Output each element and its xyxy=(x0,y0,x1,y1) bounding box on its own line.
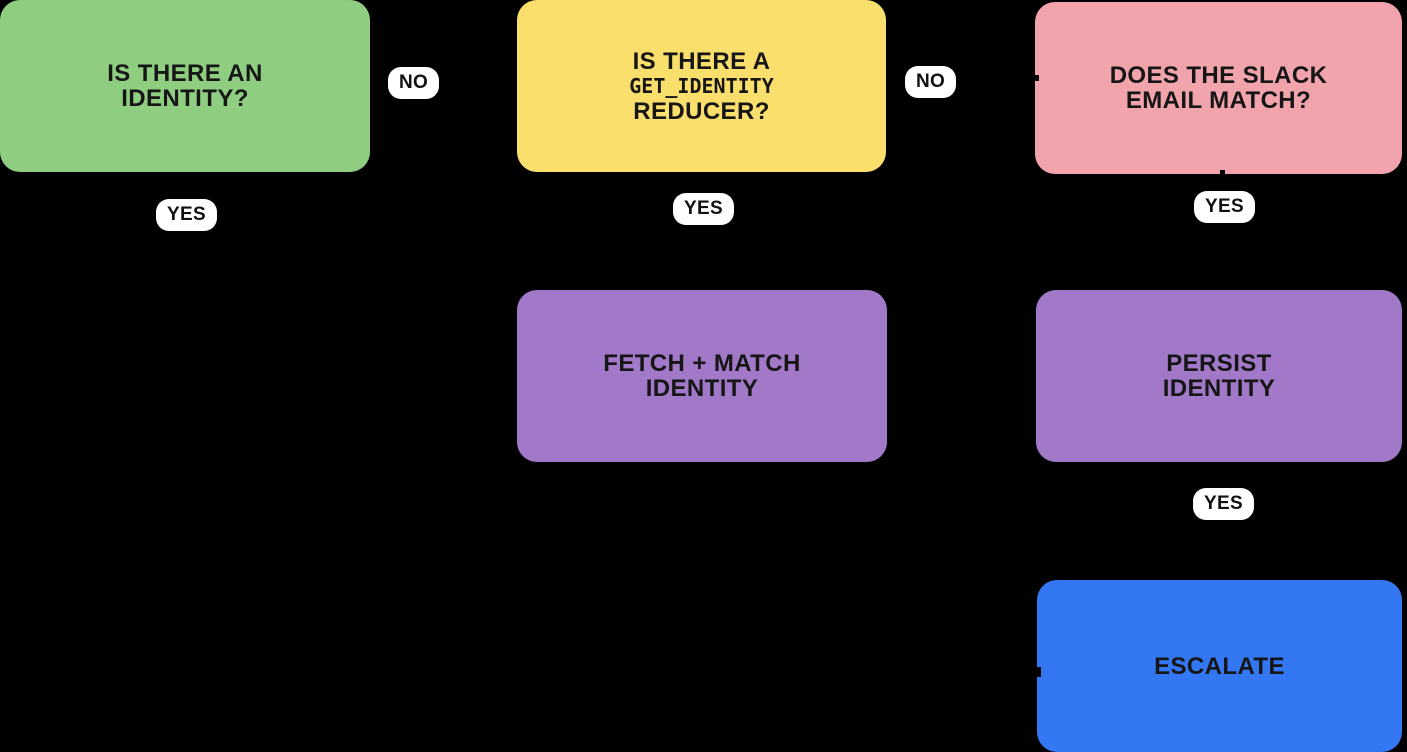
node-label-line: REDUCER? xyxy=(633,97,770,125)
edge-label-no-reducer: NO xyxy=(905,66,957,98)
node-escalate: ESCALATE xyxy=(1037,580,1402,752)
node-label-line: IDENTITY xyxy=(1162,375,1276,402)
edge-label-yes-reducer: YES xyxy=(673,193,734,225)
node-fetch-match-identity: FETCH + MATCH IDENTITY xyxy=(517,290,887,462)
node-label: DOES THE SLACK EMAIL MATCH? xyxy=(1110,63,1328,113)
node-label: PERSIST IDENTITY xyxy=(1163,351,1276,401)
edge-label-yes-persist: YES xyxy=(1193,488,1254,520)
node-label-line: IDENTITY? xyxy=(121,85,249,112)
node-label-line: IS THERE AN xyxy=(107,60,263,87)
edge-label-yes-email: YES xyxy=(1194,191,1255,223)
node-label-line-code: GET_IDENTITY xyxy=(629,73,774,98)
node-slack-email-match: DOES THE SLACK EMAIL MATCH? xyxy=(1035,2,1402,174)
node-label-line: ESCALATE xyxy=(1154,652,1285,680)
node-is-there-identity: IS THERE AN IDENTITY? xyxy=(0,0,370,172)
node-get-identity-reducer: IS THERE A GET_IDENTITY REDUCER? xyxy=(517,0,886,172)
node-label: IS THERE A GET_IDENTITY REDUCER? xyxy=(629,49,774,124)
arrow-tip-mark xyxy=(1036,667,1041,677)
node-label: ESCALATE xyxy=(1154,654,1285,679)
node-label-line: EMAIL MATCH? xyxy=(1125,87,1312,114)
edge-label-yes-identity: YES xyxy=(156,199,217,231)
node-label-line: IS THERE A xyxy=(632,47,771,75)
arrow-stub-mark xyxy=(1220,170,1225,179)
node-persist-identity: PERSIST IDENTITY xyxy=(1036,290,1402,462)
node-label-line: PERSIST xyxy=(1166,350,1272,377)
node-label-line: FETCH + MATCH xyxy=(603,350,801,377)
node-label-line: IDENTITY xyxy=(645,375,759,402)
node-label: FETCH + MATCH IDENTITY xyxy=(603,351,800,401)
arrow-tip-mark xyxy=(1035,75,1039,81)
node-label: IS THERE AN IDENTITY? xyxy=(107,61,263,111)
edge-label-no-identity: NO xyxy=(388,67,440,99)
node-label-line: DOES THE SLACK xyxy=(1109,62,1328,89)
